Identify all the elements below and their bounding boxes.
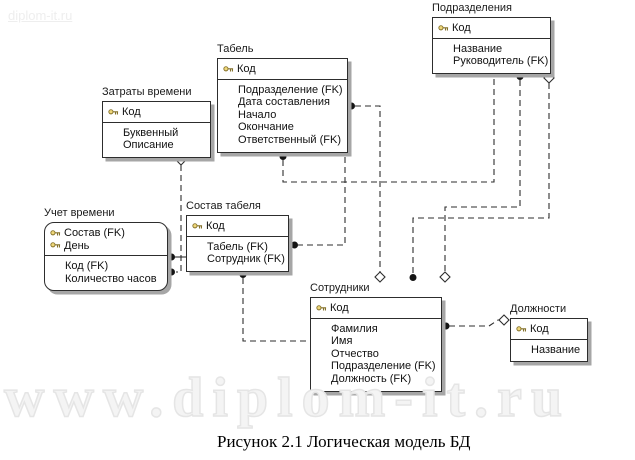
entity-dolzhnosti: Должности Код Название [510, 303, 588, 363]
key-name: Код [122, 106, 141, 118]
entity-tabel: Табель Код Подразделение (FK) Дата соста… [217, 43, 348, 153]
dot-marker [168, 253, 175, 261]
key-name: Код [206, 220, 225, 232]
key-row: Код [223, 63, 343, 76]
attr-name: Окончание [238, 121, 294, 134]
entity-box: Код Табель (FK) Сотрудник (FK) [186, 215, 289, 272]
attr-name: Название [531, 343, 581, 356]
dot-marker [291, 241, 298, 249]
key-name: Код [452, 22, 471, 34]
key-row: Код [516, 323, 583, 336]
key-name: Состав (FK) [64, 227, 125, 239]
key-icon [192, 221, 203, 232]
key-icon [50, 240, 61, 251]
attr-name: Подразделение (FK) [238, 83, 343, 96]
entity-box: Код Буквенный Описание [102, 101, 211, 158]
entity-podrazdeleniya: Подразделения Код Название Руководитель … [432, 2, 551, 74]
entity-box: Код Название [510, 318, 588, 363]
rel-sotrudniki-podrazdeleniya [439, 73, 524, 283]
key-icon [516, 324, 527, 335]
entity-title: Состав табеля [186, 200, 261, 212]
attr-name: Дата составления [238, 96, 330, 109]
attr-name: Отчество [331, 347, 379, 360]
key-name: День [64, 239, 90, 252]
key-row: Состав (FK) [50, 227, 163, 240]
key-row: Код [438, 22, 546, 35]
attr-name: Должность (FK) [331, 372, 412, 385]
key-icon [108, 107, 119, 118]
diamond-marker [374, 271, 386, 283]
attr-name: Название [453, 42, 503, 55]
rel-podrazdeleniya-tabel [279, 75, 495, 183]
entity-zatraty: Затраты времени Код Буквенный Описание [102, 86, 211, 158]
dot-marker [442, 322, 450, 330]
attr-name: Буквенный [123, 126, 179, 139]
dot-marker [516, 73, 524, 80]
diamond-marker [439, 271, 451, 283]
attr-name: Руководитель (FK) [453, 55, 549, 68]
diamond-marker [543, 72, 555, 84]
entity-box: Код Название Руководитель (FK) [432, 17, 551, 74]
key-icon [316, 303, 327, 314]
entity-box: Код Подразделение (FK) Дата составления … [217, 58, 348, 153]
entity-box: Код Фамилия Имя Отчество Подразделение (… [310, 297, 442, 392]
key-row: Код [192, 220, 284, 233]
figure-caption: Рисунок 2.1 Логическая модель БД [217, 432, 471, 451]
rel-sotrudniki-tabel [348, 102, 386, 283]
attr-name: Ответственный (FK) [238, 133, 341, 146]
entity-sostav: Состав табеля Код Табель (FK) Сотрудник … [186, 200, 289, 272]
key-name: Код [530, 323, 549, 335]
key-icon [223, 64, 234, 75]
attr-name: Подразделение (FK) [331, 360, 436, 373]
entity-title: Подразделения [432, 2, 512, 14]
attr-name: Имя [331, 335, 353, 348]
entity-uchet: Учет времени Состав (FK) День Код (FK) К… [44, 207, 168, 292]
key-icon [50, 228, 61, 239]
key-row: Код [108, 106, 206, 119]
key-name: Код [330, 302, 349, 314]
dot-marker [279, 153, 287, 160]
rel-tabel-sostav [291, 153, 346, 249]
attr-name: Количество часов [65, 272, 157, 285]
entity-sotrudniki: Сотрудники Код Фамилия Имя Отчество Подр… [310, 282, 442, 392]
attr-name: Код (FK) [65, 260, 109, 273]
key-row: Код [316, 302, 437, 315]
entity-title: Должности [510, 303, 567, 315]
entity-box: Состав (FK) День Код (FK) Количество час… [44, 222, 168, 292]
dot-marker [168, 268, 175, 276]
attr-name: Табель (FK) [207, 240, 268, 253]
dot-marker [239, 271, 247, 278]
rel-sostav-uchet [168, 253, 186, 261]
dot-marker [348, 102, 355, 110]
entity-title: Сотрудники [310, 282, 370, 294]
rel-dolzhnosti-sotrudniki [442, 314, 510, 330]
diamond-marker [498, 314, 510, 326]
entity-title: Затраты времени [102, 86, 192, 98]
attr-name: Сотрудник (FK) [207, 253, 285, 266]
key-name: Код [237, 63, 256, 75]
key-icon [438, 23, 449, 34]
attr-name: Описание [123, 139, 174, 152]
dot-marker [409, 274, 417, 281]
rel-podrazdeleniya-sotrudniki [409, 72, 555, 281]
key-row: День [50, 240, 163, 253]
entity-title: Табель [217, 43, 254, 55]
rel-sotrudniki-sostav [239, 271, 309, 342]
entity-title: Учет времени [44, 207, 115, 219]
attr-name: Начало [238, 108, 277, 121]
attr-name: Фамилия [331, 322, 378, 335]
